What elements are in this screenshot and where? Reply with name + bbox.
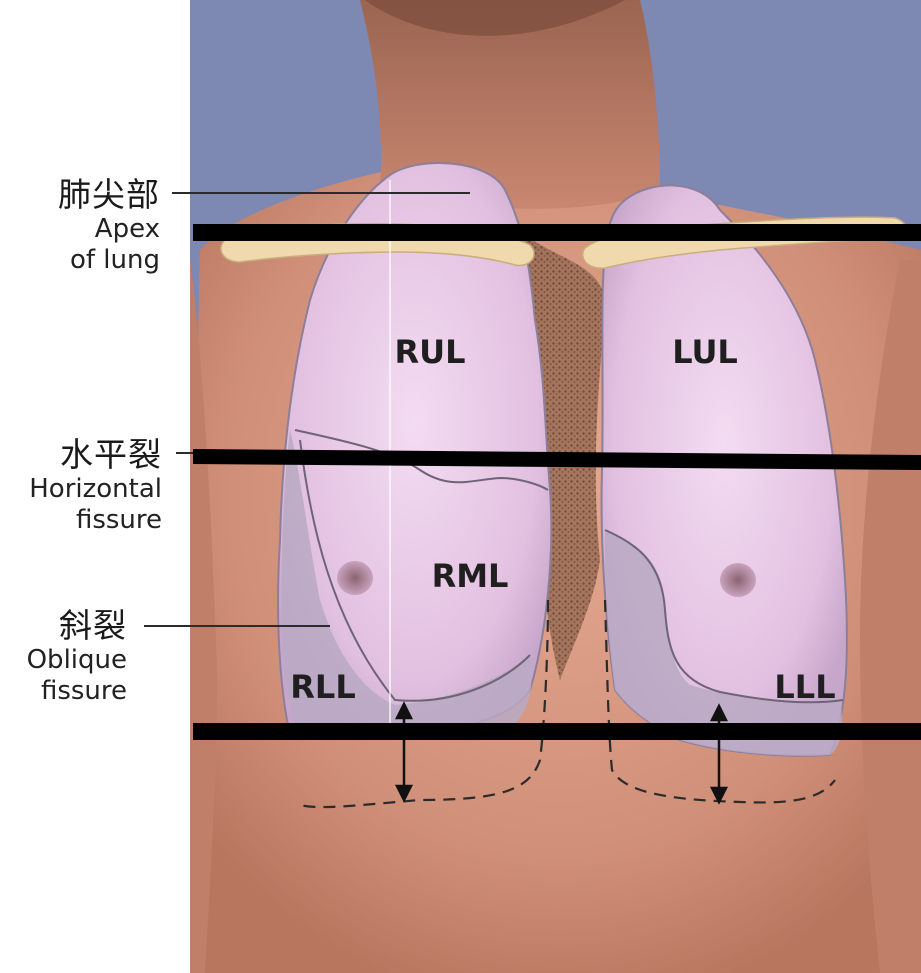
lobe-label-rul: RUL [394,333,465,371]
callout-oblique-zh: 斜裂 [0,607,127,645]
callout-horizontal-zh: 水平裂 [0,436,162,474]
callout-horizontal-en-2: fissure [0,505,162,536]
right-nipple [337,561,373,595]
band-top [193,224,921,241]
callout-apex-en-1: Apex [20,214,160,245]
callout-oblique-fissure: 斜裂 Oblique fissure [0,607,127,707]
callout-horizontal-fissure: 水平裂 Horizontal fissure [0,436,162,536]
lobe-label-lul: LUL [672,333,738,371]
lobe-label-lll: LLL [774,668,835,706]
lobe-label-rml: RML [432,557,509,595]
callout-oblique-en-2: fissure [0,676,127,707]
callout-oblique-en-1: Oblique [0,645,127,676]
lobe-label-rll: RLL [290,668,355,706]
callout-horizontal-en-1: Horizontal [0,474,162,505]
callout-apex-zh: 肺尖部 [20,176,160,214]
left-nipple [720,563,756,597]
callout-apex-en-2: of lung [20,245,160,276]
band-bottom [193,723,921,740]
callout-apex: 肺尖部 Apex of lung [20,176,160,276]
